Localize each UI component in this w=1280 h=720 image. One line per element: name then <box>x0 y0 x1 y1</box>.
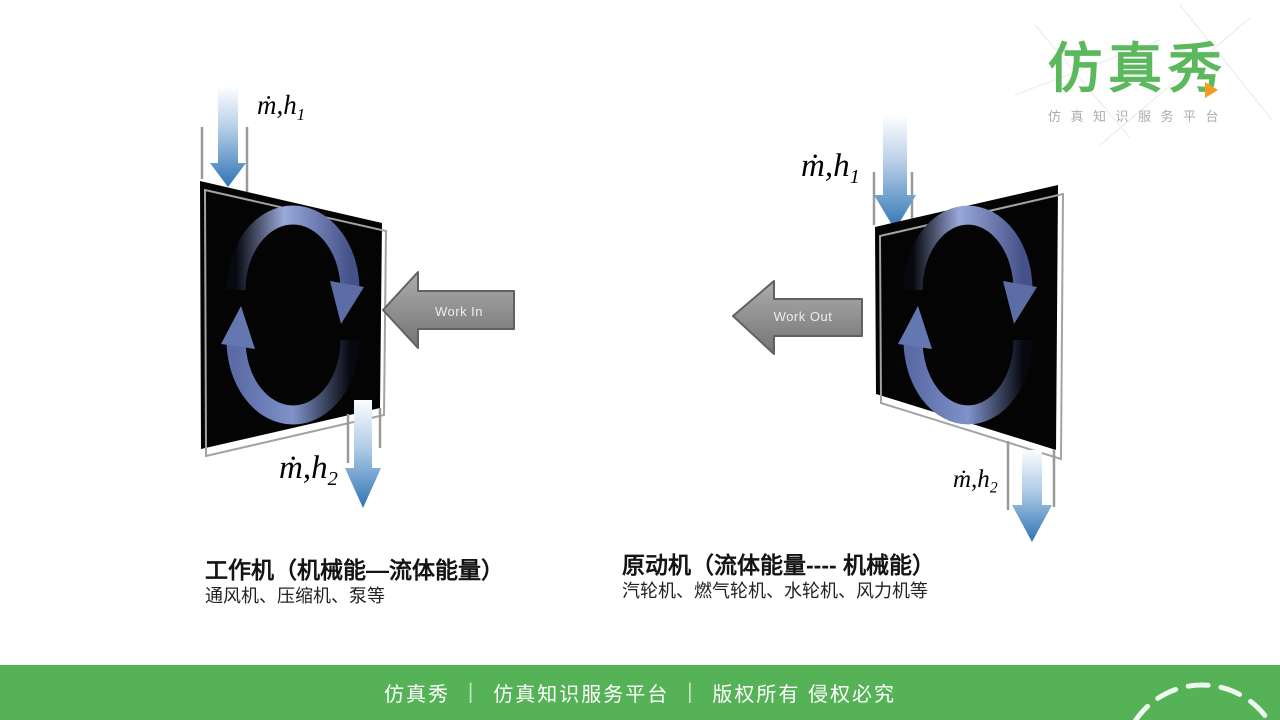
right-inlet-label: ṁ,h1 <box>801 148 860 189</box>
brand-logo: 仿真秀 仿真知识服务平台 <box>1048 39 1248 125</box>
footer-brand: 仿真秀 <box>384 684 451 706</box>
play-triangle-icon <box>1205 82 1218 98</box>
footer-copyright: 版权所有 侵权必究 <box>712 684 896 706</box>
footer-separator: | <box>468 679 476 705</box>
left-inlet-arrow <box>210 86 246 187</box>
dashed-arc-decoration <box>1060 665 1280 720</box>
left-outlet-duct <box>346 408 382 463</box>
footer-platform: 仿真知识服务平台 <box>493 684 670 706</box>
right-machine-examples: 汽轮机、燃气轮机、水轮机、风力机等 <box>622 581 928 601</box>
right-cycle-icon <box>898 205 1037 425</box>
left-outlet-arrow <box>345 400 381 508</box>
brand-name: 仿真秀 <box>1048 39 1228 99</box>
right-outlet-arrow <box>1012 450 1052 542</box>
right-outlet-duct <box>1006 441 1056 510</box>
right-machine <box>732 115 1065 542</box>
right-inlet-arrow <box>874 115 916 230</box>
left-machine <box>200 86 515 508</box>
footer-separator: | <box>687 679 695 705</box>
left-inlet-duct <box>200 127 249 192</box>
right-outlet-label: ṁ,h2 <box>953 466 998 497</box>
brand-subtitle: 仿真知识服务平台 <box>1048 109 1229 125</box>
right-machine-title: 原动机（流体能量---- 机械能） <box>622 552 936 578</box>
work-in-arrow <box>382 271 515 349</box>
work-out-label: Work Out <box>773 309 833 324</box>
left-machine-examples: 通风机、压缩机、泵等 <box>205 586 385 606</box>
work-out-arrow <box>732 280 863 355</box>
work-in-label: Work In <box>434 304 484 319</box>
footer-bar: 仿真秀 | 仿真知识服务平台 | 版权所有 侵权必究 <box>0 665 1280 720</box>
left-inlet-label: ṁ,h1 <box>257 90 306 124</box>
machines-diagram <box>200 86 1065 542</box>
left-outlet-label: ṁ,h2 <box>279 450 338 491</box>
left-cycle-icon <box>221 205 364 425</box>
background-mesh <box>1014 4 1273 146</box>
right-machine-outline <box>878 192 1065 461</box>
left-machine-title: 工作机（机械能—流体能量） <box>205 557 504 583</box>
